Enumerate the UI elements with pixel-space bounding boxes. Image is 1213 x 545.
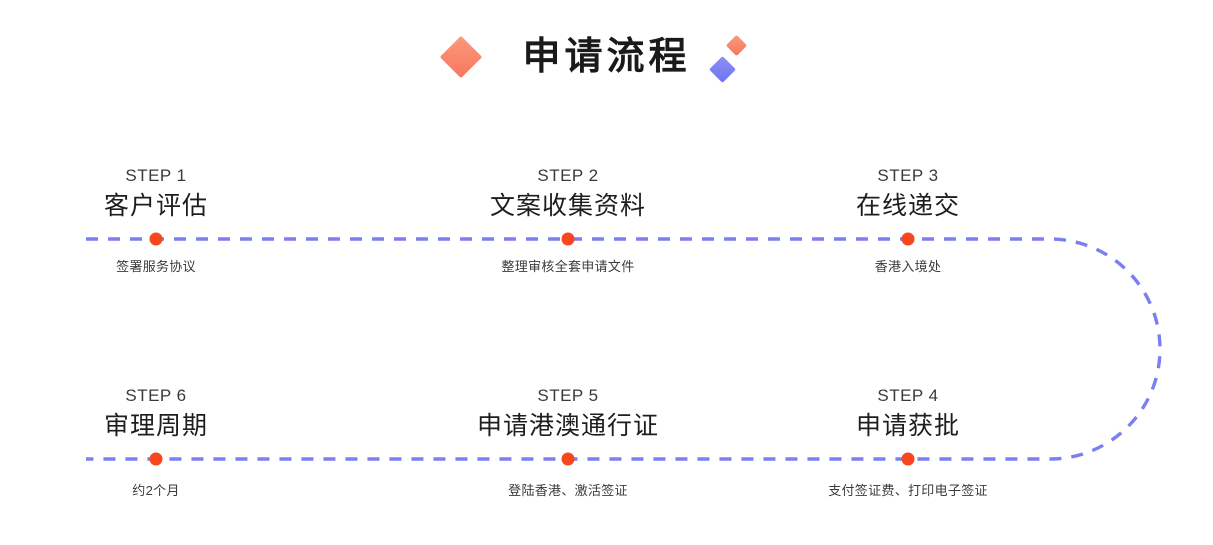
step-1-label: STEP 1 xyxy=(125,166,187,185)
step-4-node[interactable] xyxy=(901,452,915,466)
step-6-label: STEP 6 xyxy=(125,386,187,405)
step-1-heading: STEP 1 客户评估 xyxy=(104,164,208,223)
step-4-title: 申请获批 xyxy=(855,412,961,440)
step-2-label: STEP 2 xyxy=(537,166,599,185)
step-3-description: 香港入境处 xyxy=(874,259,942,274)
step-1-description: 签署服务协议 xyxy=(116,259,196,274)
step-4-heading: STEP 4 申请获批 xyxy=(856,384,960,443)
step-3-node[interactable] xyxy=(901,232,915,246)
page-title: 申请流程 xyxy=(0,26,1213,88)
step-6-title: 审理周期 xyxy=(103,412,209,440)
step-6-description: 约2个月 xyxy=(132,483,180,498)
step-2-description: 整理审核全套申请文件 xyxy=(501,259,635,274)
step-1-node[interactable] xyxy=(149,232,163,246)
step-5-label: STEP 5 xyxy=(537,386,599,405)
step-1-title: 客户评估 xyxy=(103,192,209,220)
step-5-description: 登陆香港、激活签证 xyxy=(508,483,628,498)
step-3-title: 在线递交 xyxy=(855,192,961,220)
step-6-heading: STEP 6 审理周期 xyxy=(104,384,208,443)
step-3-label: STEP 3 xyxy=(877,166,939,185)
step-4-label: STEP 4 xyxy=(877,386,939,405)
step-6-node[interactable] xyxy=(149,452,163,466)
step-4-description: 支付签证费、打印电子签证 xyxy=(828,483,988,498)
step-5-title: 申请港澳通行证 xyxy=(476,412,660,440)
step-2-heading: STEP 2 文案收集资料 xyxy=(490,164,646,223)
step-3-heading: STEP 3 在线递交 xyxy=(856,164,960,223)
step-5-heading: STEP 5 申请港澳通行证 xyxy=(477,384,659,443)
step-5-node[interactable] xyxy=(561,452,575,466)
step-2-node[interactable] xyxy=(561,232,575,246)
page-title-text: 申请流程 xyxy=(522,36,691,78)
step-2-title: 文案收集资料 xyxy=(489,192,647,220)
